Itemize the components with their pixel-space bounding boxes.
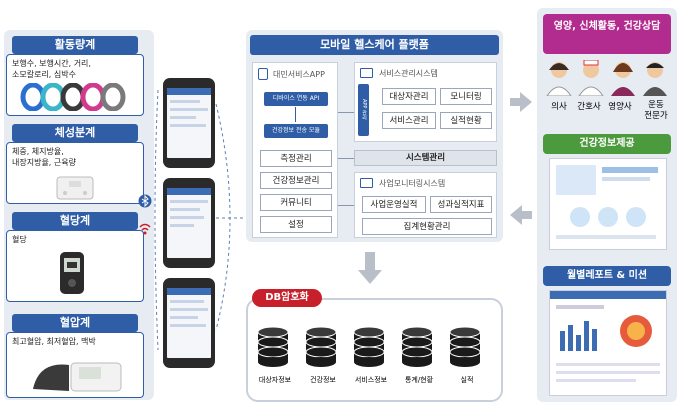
device-line: 내장지방율, 근육량 [12,158,76,167]
report-title: 월별레포트 & 미션 [543,266,671,286]
right-arrow-icon [510,92,532,112]
role-trainer: 운동 전문가 [644,100,668,121]
db-item-service: 서비스정보 [354,376,388,384]
settings: 설정 [260,216,332,233]
measurement-mgmt: 측정관리 [260,150,332,167]
monitor-title: 사업모니터링시스템 [379,179,446,188]
transfer-module-pill: 건강정보 전송 모듈 [264,124,328,138]
community: 커뮤니티 [260,194,332,211]
nurse-icon [578,60,604,96]
device-title-activity: 활동량계 [12,36,138,54]
nutritionist-icon [611,62,635,96]
device-box-activity: 보행수, 보행시간, 거리, 소모칼로리, 심박수 [6,54,144,116]
db-item-subject: 대상자정보 [258,376,292,384]
device-title-glucose: 혈당계 [12,212,138,230]
app-title: 대민서비스APP [273,70,325,79]
device-box-glucose: 혈당 [6,230,144,302]
database-icon [401,326,433,367]
device-api-pill: 디바이스 연동 API [264,92,328,106]
device-line: 보행수, 보행시간, 거리, [12,59,91,68]
device-line: 최고혈압, 최저혈압, 맥박 [12,337,96,346]
body-scale-icon [56,176,94,200]
device-line: 체중, 체지방율, [12,147,64,156]
connector [295,107,296,122]
database-icon [305,326,337,367]
subject-mgmt: 대상자관리 [382,88,436,105]
connection-lines [154,89,244,351]
service-title: 서비스관리시스템 [379,69,438,78]
role-doctor: 의사 [551,102,567,112]
smartphone-1 [163,78,215,168]
service-mgmt: 서비스관리 [382,112,436,129]
device-title-body: 체성분계 [12,124,138,142]
down-arrow-icon [358,252,382,284]
smartphone-2 [163,178,215,268]
db-item-performance: 실적 [460,376,474,384]
consult-title: 영양, 신체활동, 건강상담 [543,14,671,54]
db-item-stats: 통계/현황 [404,376,434,384]
database-icon [353,326,385,367]
smartphone-3 [163,278,215,368]
platform-title: 모바일 헬스케어 플랫폼 [250,35,499,55]
monitoring: 모니터링 [440,88,492,105]
trainer-icon [643,62,667,96]
device-box-body: 체중, 체지방율, 내장지방율, 근육량 [6,142,144,204]
role-nutritionist: 영양사 [608,102,632,112]
database-icon [449,326,481,367]
info-title: 건강정보제공 [543,134,671,154]
doctor-icon [546,62,572,96]
device-box-bp: 최고혈압, 최저혈압, 맥박 [6,332,144,398]
blood-pressure-monitor-icon [33,362,122,392]
db-item-health: 건강정보 [310,376,336,384]
database-icons [257,326,481,367]
bluetooth-icon [138,194,152,208]
monthly-report-image [549,290,667,396]
monitor-icon [360,68,373,78]
performance-indicators: 성과실적지표 [430,196,492,213]
monitor-icon [360,178,373,188]
wireless-icon [139,223,151,235]
aggregate-status-mgmt: 집계현황관리 [362,218,492,235]
operation-results: 사업운영실적 [362,196,426,213]
connector [338,112,354,113]
health-info-image [549,158,667,250]
device-line: 소모칼로리, 심박수 [12,70,76,79]
app-mgmt-vertical: APP 관리 [358,84,369,136]
activity-tracker-icon [20,83,126,111]
left-arrow-icon [510,205,532,225]
connector [338,158,354,159]
mobile-app-icon [258,68,268,80]
professional-icons [546,60,667,96]
health-info-mgmt: 건강정보관리 [260,172,332,189]
database-icon [257,326,289,367]
system-mgmt-bar: 시스템관리 [354,150,497,166]
performance-status: 실적현황 [440,112,492,129]
glucose-meter-icon [60,252,84,294]
device-title-bp: 혈압계 [12,314,138,332]
role-nurse: 간호사 [577,102,601,112]
connector [338,205,354,206]
db-encryption-label: DB암호화 [252,289,322,307]
device-line: 혈당 [12,235,27,244]
